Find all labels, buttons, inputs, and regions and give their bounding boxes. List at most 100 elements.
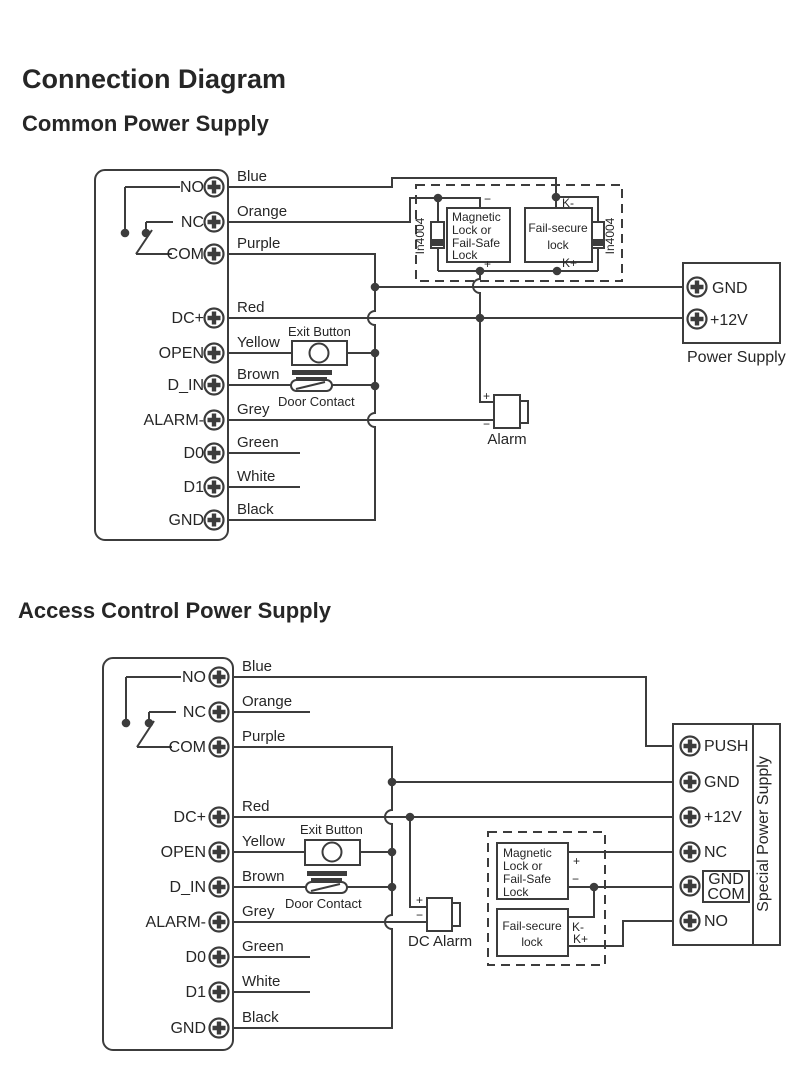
wire2-label-orange: Orange [242,693,292,710]
wire2-label-white: White [242,973,280,990]
terminal2-label-dcplus: DC+ [174,809,206,826]
magnetic-lock-line2: Lock or [452,223,491,237]
wire-label-yellow: Yellow [237,334,280,351]
wire-label-white: White [237,468,275,485]
terminal-label-dcplus: DC+ [172,310,204,327]
junction2-door-contact [387,882,397,892]
lock2-plus-label: + [573,854,580,868]
junction-lock-plus [475,266,485,276]
wire-label-purple: Purple [237,235,280,252]
fail-secure2-line2: lock [521,935,543,949]
screw-terminal-din [203,374,225,396]
terminal-label-d0: D0 [184,445,205,462]
wire2-label-blue: Blue [242,658,272,675]
fail-secure-line2: lock [547,238,569,252]
screw2-terminal-no [208,666,230,688]
junction-k-plus [552,266,562,276]
power-supply: GND +12V Power Supply [682,262,786,366]
dc-alarm: + − DC Alarm [408,893,472,950]
alarm-minus-label: − [483,417,490,431]
screw-terminal-nc [203,211,225,233]
magnetic-lock2-box [496,842,569,900]
magnetic-lock2-line1: Magnetic [503,846,552,860]
k2-minus-label: K- [572,920,584,934]
exit-button: Exit Button [288,324,351,366]
relay-no-wire [124,186,180,229]
terminal-label-open: OPEN [159,345,204,362]
door-contact-magnet-bar2 [296,377,327,380]
wires [228,177,687,521]
alarm-label: Alarm [487,431,526,448]
terminal-label-din: D_IN [168,377,204,394]
screw-ps-12v [686,308,708,330]
alarm-piezo [519,400,529,424]
screw2-terminal-com [208,736,230,758]
terminal2-label-open: OPEN [161,844,206,861]
lock2-minus-label: − [572,872,579,886]
wire-label-orange: Orange [237,203,287,220]
k-plus-label: K+ [562,256,577,270]
wire-label-black: Black [237,501,274,518]
magnetic-lock-line4: Lock [452,248,478,262]
wire-color-labels: Blue Orange Purple Red Yellow Brown Grey… [237,168,287,518]
terminal2-label-com: COM [169,739,206,756]
terminal2-label-d0: D0 [186,949,207,966]
terminal-label-no: NO [180,179,204,196]
fail-secure2-line1: Fail-secure [502,919,562,933]
door-contact: Door Contact [278,370,355,409]
screw-sps-gndcom [679,875,701,897]
junction-diode-left [433,193,443,203]
junction2-12v-dc-alarm [405,812,415,822]
screw-terminal-no [203,176,225,198]
screw-terminal-com [203,243,225,265]
junction-12v-alarm [475,313,485,323]
screw-terminal-d0 [203,442,225,464]
wire2-blue-no-to-push [233,676,680,747]
door-contact2-label: Door Contact [285,896,362,911]
fail-secure-lock: Fail-secure lock [524,207,593,263]
lock-dashed-enclosure-2 [487,831,606,966]
junction2-exit-button [387,847,397,857]
fail-secure-lock-box [524,207,593,263]
terminal-label-d1: D1 [184,479,205,496]
relay-no-contact [120,228,130,238]
controller-box [94,169,229,541]
dc-alarm-plus-label: + [416,893,423,907]
screw2-terminal-dcplus [208,806,230,828]
wire2-label-yellow: Yellow [242,833,285,850]
magnetic-lock: Magnetic Lock or Fail-Safe Lock [446,207,511,263]
junction-com-gnd [370,282,380,292]
relay-nc-wire [145,221,173,229]
terminal2-label-alarm: ALARM- [146,914,206,931]
magnetic-lock-box [446,207,511,263]
exit-button2-contact [321,841,343,863]
junction-dots-2 [387,777,599,892]
junction-door-contact [370,381,380,391]
diode-right-label: In4004 [603,217,617,254]
wire2-label-brown: Brown [242,868,285,885]
controller-terminals-2: NO NC COM DC+ OPEN D_IN ALARM- D0 D1 GND [146,666,230,1039]
screw-terminal-d1 [203,476,225,498]
relay2-nc-wire [148,711,176,719]
sps-12v-label: +12V [704,809,742,826]
k2-plus-label: K+ [573,932,588,946]
screw-sps-no [679,910,701,932]
lock-minus-label: − [484,192,491,206]
relay-switch-2 [121,676,181,748]
door-contact2-magnet-bar2 [311,878,342,881]
diode-left-band [431,239,444,246]
power-supply-label: Power Supply [687,349,786,366]
wire2-label-black: Black [242,1009,279,1026]
sps-com-label: COM [707,886,744,903]
screw-ps-gnd [686,276,708,298]
wires-2 [233,676,680,1029]
dc-alarm-body [426,897,453,932]
exit-button-contact [308,342,330,364]
screw-terminal-dcplus [203,307,225,329]
screw2-terminal-d0 [208,946,230,968]
screw-terminal-open [203,342,225,364]
sps-push-label: PUSH [704,738,748,755]
exit-button2-label: Exit Button [300,822,363,837]
alarm: + − Alarm [483,389,529,448]
